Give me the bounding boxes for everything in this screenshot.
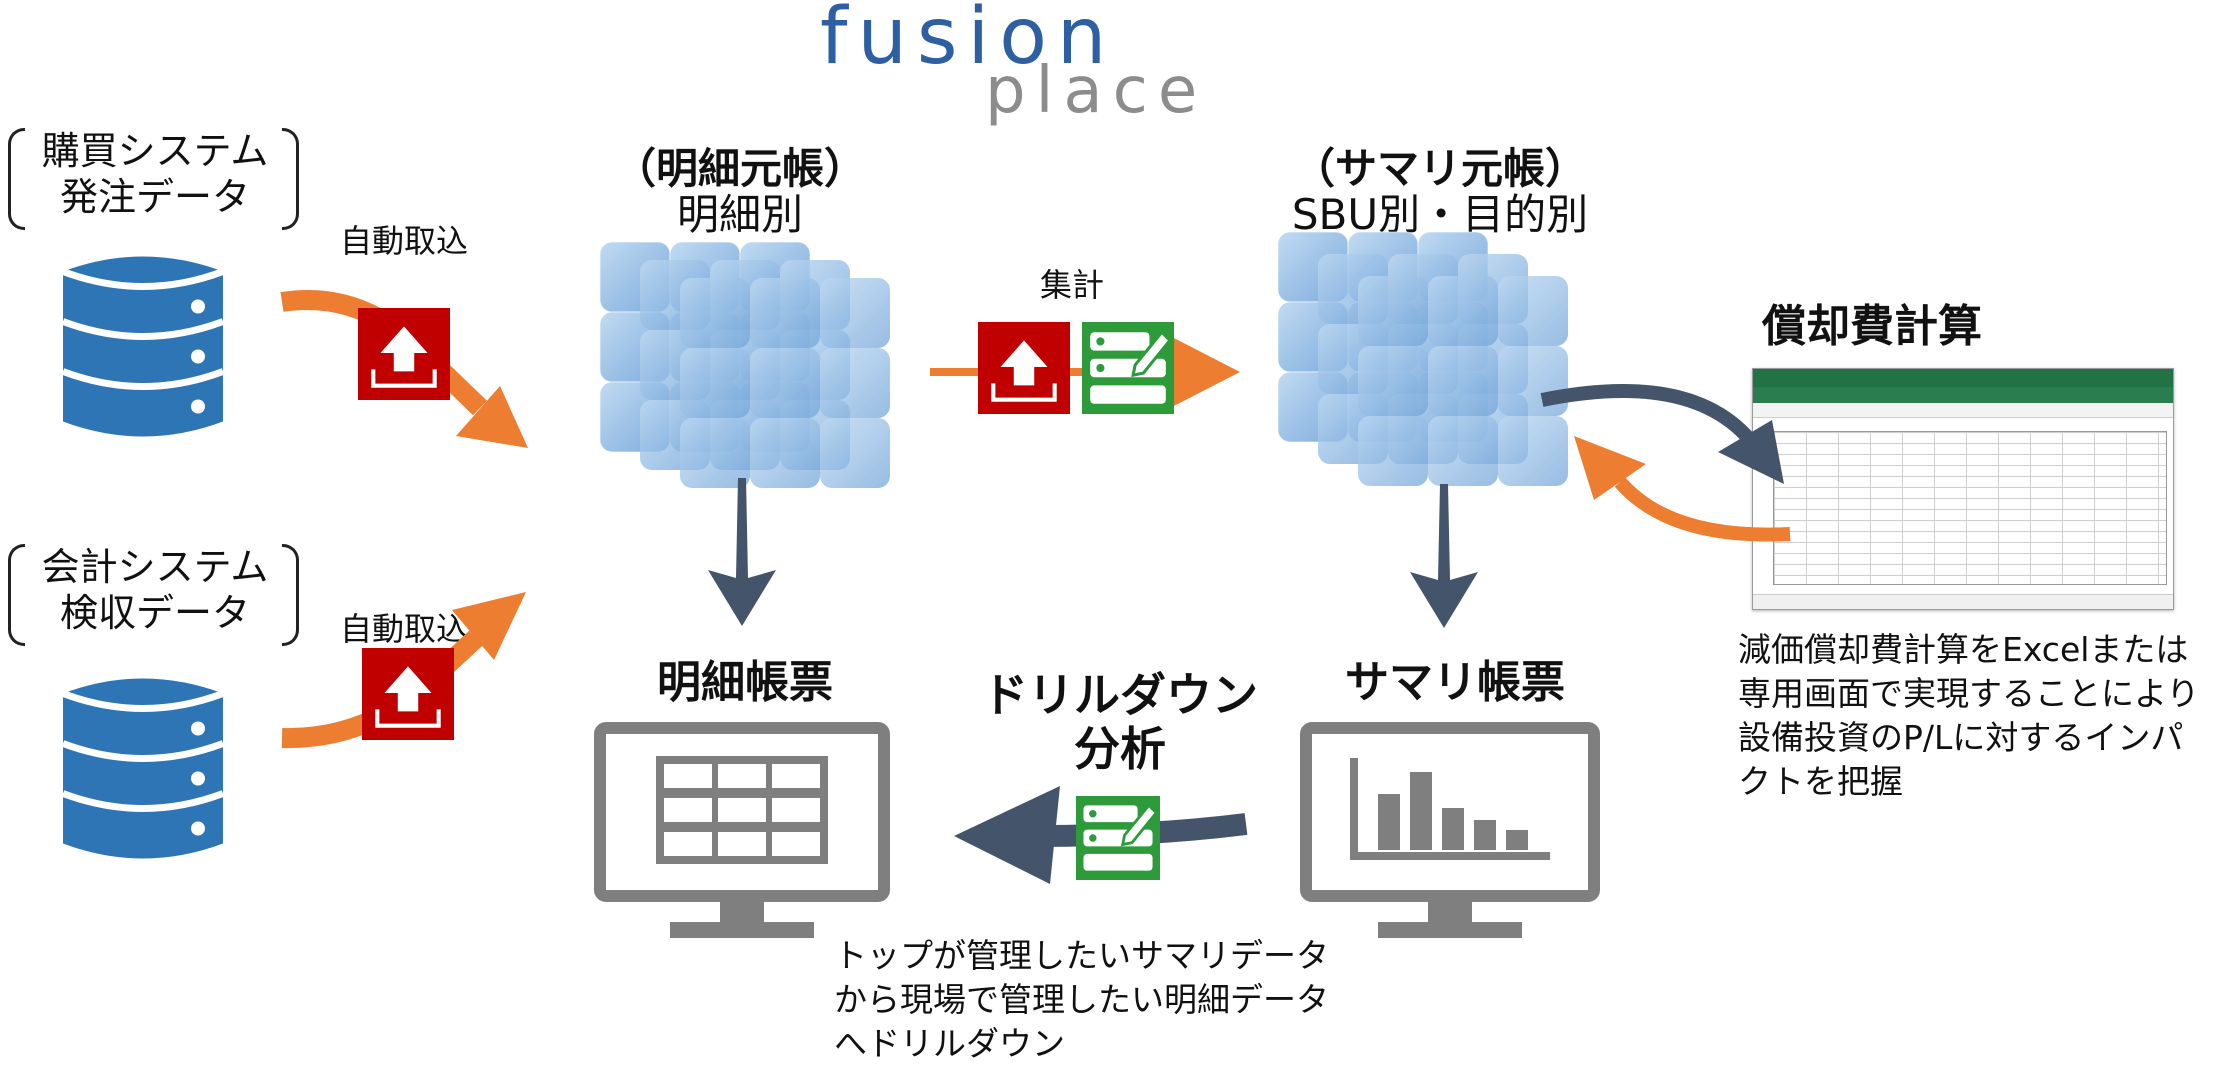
detail-cube-heading: （明細元帳） 明細別 bbox=[590, 146, 890, 238]
cube-icon bbox=[1277, 231, 1568, 486]
drilldown-description: トップが管理したいサマリデータ から現場で管理したい明細データ へドリルダウン bbox=[834, 934, 1329, 1066]
excel-status-bar bbox=[1753, 594, 2173, 609]
drilldown-heading: ドリルダウン 分析 bbox=[940, 668, 1300, 776]
fusion-place-logo: fusion place bbox=[820, 0, 1240, 130]
excel-screenshot bbox=[1752, 368, 2174, 610]
monitor-chart-icon bbox=[1300, 722, 1600, 938]
depreciation-desc-line4: クトを把握 bbox=[1738, 762, 1903, 801]
depreciation-desc-line1: 減価償却費計算をExcelまたは bbox=[1738, 630, 2189, 669]
source1-bracket-left bbox=[8, 128, 25, 230]
detail-report-title: 明細帳票 bbox=[657, 657, 833, 708]
source2-bracket-left bbox=[8, 544, 25, 646]
drilldown-title-line2: 分析 bbox=[1074, 722, 1166, 776]
detail-cube-title: （明細元帳） bbox=[613, 144, 866, 193]
aggregate-label: 集計 bbox=[1040, 266, 1105, 304]
upload-icon bbox=[978, 322, 1070, 414]
detail-down-arrow bbox=[708, 478, 776, 626]
database-icon bbox=[58, 244, 228, 449]
source1-line1: 購買システム bbox=[41, 129, 269, 173]
summary-report-title: サマリ帳票 bbox=[1345, 657, 1565, 708]
excel-out-arrow bbox=[1540, 384, 1784, 484]
excel-formula-bar bbox=[1753, 403, 2173, 418]
depreciation-title: 償却費計算 bbox=[1762, 301, 1982, 352]
excel-grid bbox=[1773, 431, 2167, 585]
import-label-2: 自動取込 bbox=[340, 610, 469, 648]
drilldown-desc-line1: トップが管理したいサマリデータ bbox=[834, 936, 1329, 975]
detail-cube-subtitle: 明細別 bbox=[676, 190, 803, 239]
monitor-table-icon bbox=[594, 722, 890, 938]
drilldown-desc-line3: へドリルダウン bbox=[834, 1024, 1065, 1063]
logo-line2: place bbox=[985, 54, 1208, 128]
summary-cube-heading: （サマリ元帳） SBU別・目的別 bbox=[1240, 146, 1640, 238]
depreciation-desc-line2: 専用画面で実現することにより bbox=[1738, 674, 2200, 713]
source1-label: 購買システム 発注データ bbox=[20, 128, 290, 220]
summary-cube-subtitle: SBU別・目的別 bbox=[1291, 190, 1589, 239]
edit-sheet-icon bbox=[1076, 796, 1160, 880]
logo-line1: fusion bbox=[820, 0, 1117, 82]
depreciation-description: 減価償却費計算をExcelまたは 専用画面で実現することにより 設備投資のP/L… bbox=[1738, 628, 2199, 804]
source1-line2: 発注データ bbox=[59, 175, 250, 219]
source2-line1: 会計システム bbox=[41, 545, 269, 589]
source2-label: 会計システム 検収データ bbox=[20, 544, 290, 636]
upload-icon bbox=[358, 308, 450, 400]
cube-icon bbox=[599, 241, 890, 488]
excel-return-arrow bbox=[1574, 436, 1791, 542]
source2-line2: 検収データ bbox=[59, 591, 250, 635]
upload-icon bbox=[362, 648, 454, 740]
drilldown-title-line1: ドリルダウン bbox=[982, 668, 1258, 722]
depreciation-desc-line3: 設備投資のP/Lに対するインパ bbox=[1738, 718, 2184, 757]
import-label-1: 自動取込 bbox=[340, 222, 469, 260]
drilldown-desc-line2: から現場で管理したい明細データ bbox=[834, 980, 1329, 1019]
summary-down-arrow bbox=[1410, 484, 1478, 628]
summary-cube-title: （サマリ元帳） bbox=[1292, 144, 1587, 193]
edit-sheet-icon bbox=[1082, 322, 1174, 414]
excel-ribbon bbox=[1753, 387, 2173, 403]
database-icon bbox=[58, 666, 228, 871]
excel-title-bar bbox=[1753, 369, 2173, 387]
